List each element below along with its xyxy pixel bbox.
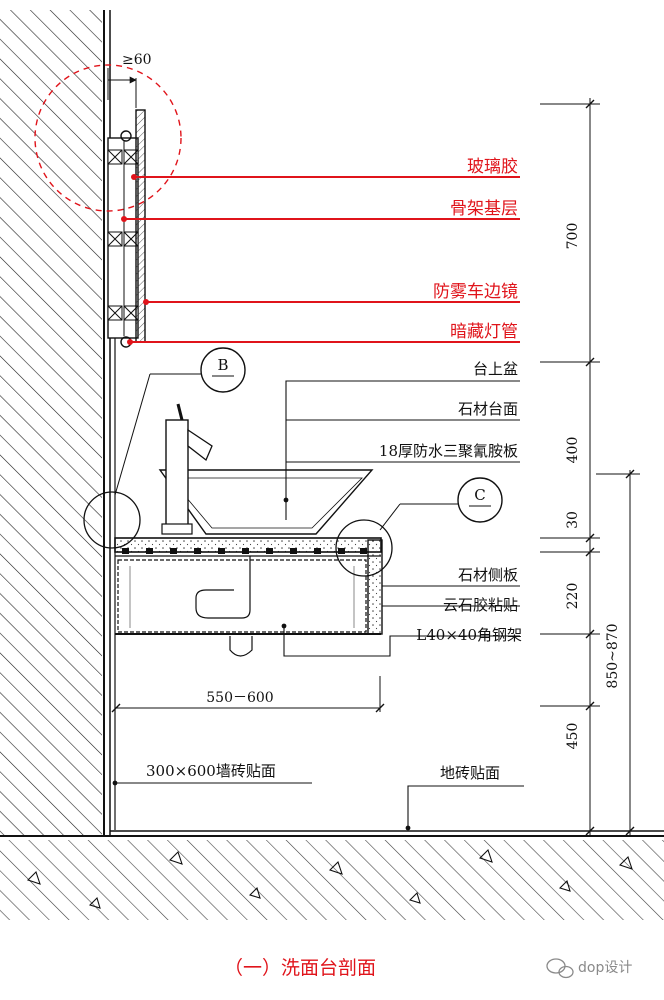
label-floor-tile: 地砖贴面 bbox=[440, 764, 500, 782]
callout-b: B bbox=[83, 347, 246, 549]
caption-title: （一）洗面台剖面 bbox=[224, 957, 376, 979]
stone-countertop bbox=[114, 537, 382, 557]
dim-mirror-height: 700 bbox=[565, 223, 581, 250]
cabinet-skirt bbox=[115, 539, 383, 657]
lamp-top-icon bbox=[120, 130, 132, 142]
dim-cabinet-height: 220 bbox=[565, 583, 581, 610]
wall-section bbox=[0, 10, 116, 836]
tile-leaders bbox=[115, 782, 524, 828]
mirror-assembly bbox=[107, 109, 146, 348]
label-stone-side-panel: 石材侧板 bbox=[458, 566, 518, 584]
wechat-icon bbox=[546, 958, 574, 979]
black-leaders bbox=[283, 380, 520, 657]
detail-highlight-circle bbox=[34, 64, 182, 212]
vertical-dimension-chain bbox=[540, 98, 640, 836]
dim-total-height: 850~870 bbox=[605, 623, 621, 688]
label-stone-countertop: 石材台面 bbox=[458, 400, 518, 418]
dim-under-height: 450 bbox=[565, 723, 581, 750]
depth-dimension: 550－600 bbox=[111, 676, 385, 713]
label-hidden-lamp: 暗藏灯管 bbox=[450, 322, 518, 342]
floor-section bbox=[0, 830, 664, 920]
watermark-text: dop设计 bbox=[578, 960, 632, 976]
callout-b-text: B bbox=[217, 356, 228, 374]
basin-and-faucet bbox=[158, 403, 374, 535]
label-wall-tile: 300×600墙砖贴面 bbox=[146, 762, 276, 780]
label-antifog-mirror: 防雾车边镜 bbox=[433, 282, 518, 302]
red-leaders bbox=[121, 174, 520, 345]
label-waterproof-board: 18厚防水三聚氰胺板 bbox=[379, 442, 518, 460]
callout-c-text: C bbox=[474, 486, 485, 504]
depth-dimension-text: 550－600 bbox=[206, 690, 273, 706]
dim-counter-thickness: 30 bbox=[565, 511, 581, 529]
gap-dimension-text: ≥60 bbox=[122, 52, 152, 68]
callout-c: C bbox=[335, 477, 503, 577]
label-frame-base: 骨架基层 bbox=[450, 199, 518, 219]
dim-basin-height: 400 bbox=[565, 437, 581, 464]
watermark: dop设计 bbox=[546, 958, 632, 979]
label-above-counter-basin: 台上盆 bbox=[473, 360, 518, 378]
label-glass-glue: 玻璃胶 bbox=[467, 157, 518, 177]
faucet-icon bbox=[165, 419, 189, 533]
drain-trap-icon bbox=[229, 636, 253, 657]
gap-dimension: ≥60 bbox=[107, 52, 152, 108]
label-marble-glue: 云石胶粘贴 bbox=[443, 596, 518, 614]
label-angle-steel: L40×40角钢架 bbox=[416, 626, 522, 644]
